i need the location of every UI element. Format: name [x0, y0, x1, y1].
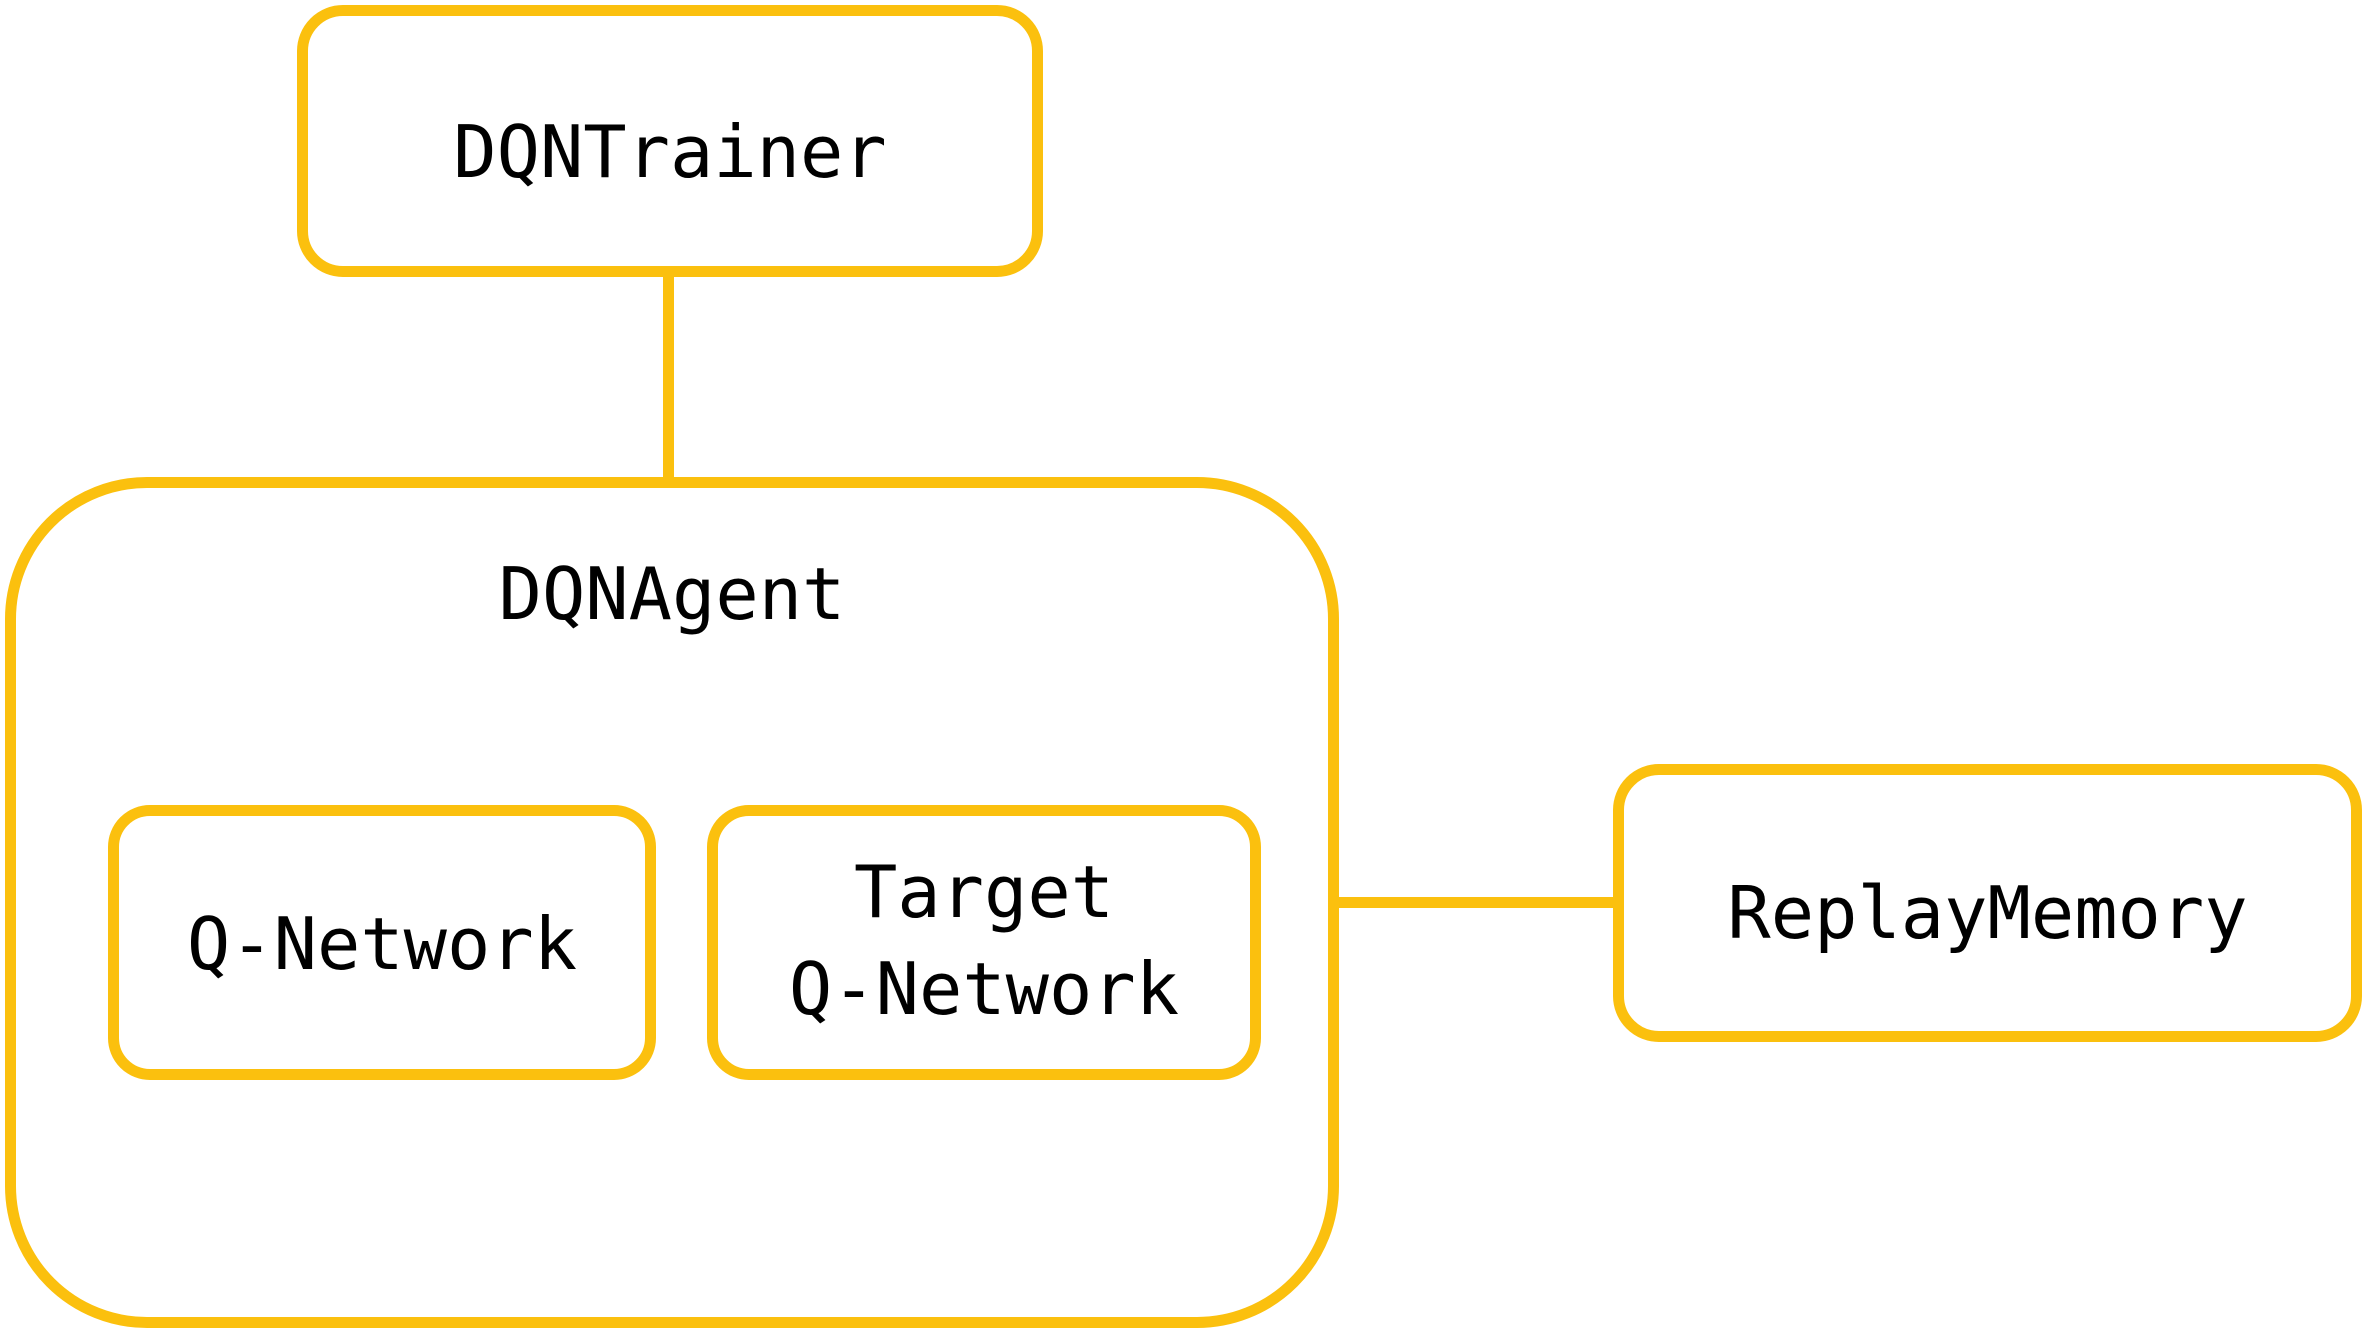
node-q-network: Q-Network: [108, 805, 656, 1080]
node-replay-memory: ReplayMemory: [1613, 764, 2362, 1042]
node-q-network-label: Q-Network: [186, 902, 578, 986]
connector-trainer-agent: [663, 272, 674, 482]
node-replay-memory-label: ReplayMemory: [1727, 871, 2248, 955]
node-dqn-trainer: DQNTrainer: [297, 5, 1043, 277]
node-target-q-network-label: Target Q-Network: [788, 850, 1180, 1032]
connector-agent-replay-memory: [1335, 897, 1618, 908]
node-dqn-agent-label: DQNAgent: [498, 552, 846, 636]
node-dqn-agent: DQNAgent Q-Network Target Q-Network: [5, 477, 1339, 1328]
node-target-q-network: Target Q-Network: [707, 805, 1261, 1080]
node-dqn-trainer-label: DQNTrainer: [453, 110, 887, 194]
